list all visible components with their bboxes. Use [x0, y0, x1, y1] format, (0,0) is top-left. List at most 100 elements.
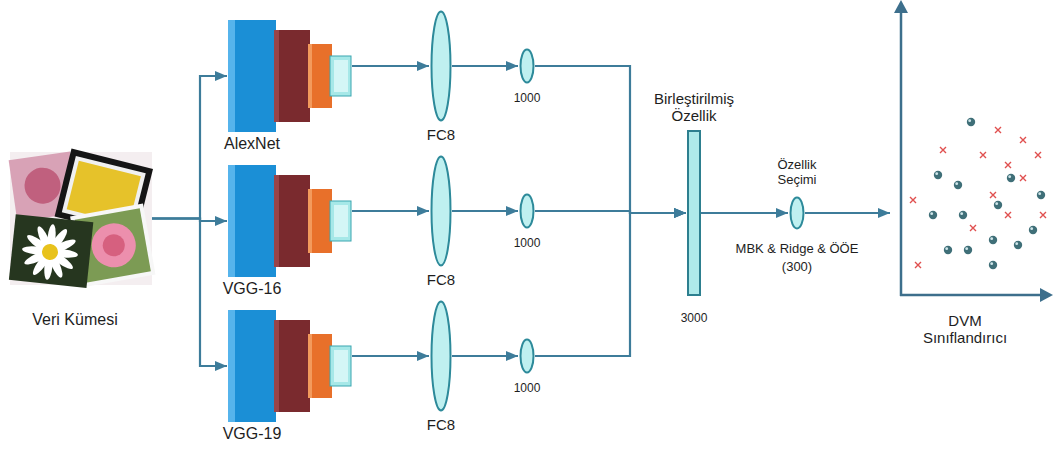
- class-dot: [934, 171, 942, 179]
- cnn-layer: [274, 175, 310, 267]
- fc-layer: FC8: [430, 300, 452, 412]
- model-name: AlexNet: [224, 135, 280, 153]
- cnn-layer: [308, 334, 332, 398]
- class-cross: [1035, 152, 1041, 158]
- cnn-layer-edge: [308, 44, 312, 108]
- feature-ellipse: [519, 338, 535, 374]
- cnn-layer: [330, 56, 351, 96]
- cnn-block: [228, 310, 352, 422]
- flow-arrow: [452, 65, 518, 67]
- ellipse-outline: [521, 50, 534, 83]
- layer-name: FC8: [427, 416, 455, 433]
- feature-ellipse: [789, 196, 805, 230]
- flow-arrow: [701, 212, 788, 214]
- photo-card: [9, 214, 93, 288]
- class-dot: [959, 211, 967, 219]
- cnn-layer-edge: [228, 310, 235, 422]
- axis-arrow: [1040, 288, 1053, 302]
- selection-title: Özellik Seçimi: [761, 158, 833, 188]
- feature-ellipse: [519, 193, 535, 229]
- dot-highlight: [960, 212, 963, 215]
- flower-center: [41, 243, 59, 261]
- model-name: VGG-16: [223, 280, 282, 298]
- ellipse-outline: [432, 12, 451, 121]
- y-axis: [900, 10, 903, 296]
- flow-arrow: [535, 213, 686, 356]
- fc-layer: FC8: [430, 10, 452, 122]
- dataset-image: Veri Kümesi: [10, 152, 152, 285]
- ellipse-outline: [432, 302, 451, 411]
- x-axis: [900, 294, 1041, 297]
- dot-highlight: [1030, 227, 1033, 230]
- feature-ellipse: [430, 155, 452, 267]
- dot-highlight: [955, 182, 958, 185]
- vector-size: 1000: [514, 237, 541, 251]
- class-cross: [970, 225, 976, 231]
- flow-arrow: [452, 355, 518, 357]
- class-cross: [1020, 137, 1026, 143]
- flow-arrow: [535, 66, 686, 213]
- dataset-image: [10, 152, 152, 285]
- cnn-layer-inner: [334, 205, 348, 237]
- class-cross: [980, 152, 986, 158]
- dot-highlight: [930, 212, 933, 215]
- cnn-layer-edge: [274, 175, 279, 267]
- cnn-block: [228, 165, 352, 277]
- class-dot: [929, 211, 937, 219]
- dot-highlight: [1038, 192, 1041, 195]
- cnn-layer: [274, 320, 310, 412]
- class-cross: [940, 147, 946, 153]
- class-dot: [964, 246, 972, 254]
- class-dot: [954, 181, 962, 189]
- dataset-label: Veri Kümesi: [32, 311, 117, 329]
- ellipse-outline: [432, 157, 451, 266]
- dot-highlight: [1008, 175, 1011, 178]
- layer-name: FC8: [427, 271, 455, 288]
- flower: [88, 220, 139, 271]
- feature-vector: 1000: [519, 48, 535, 84]
- cnn-model: AlexNet: [228, 20, 352, 132]
- cnn-layer-edge: [274, 30, 279, 122]
- feature-vector: 1000: [519, 193, 535, 229]
- class-dot: [944, 246, 952, 254]
- flow-arrow: [805, 212, 890, 214]
- flow-arrow: [352, 355, 429, 357]
- fc-layer: FC8: [430, 155, 452, 267]
- layer-name: FC8: [427, 126, 455, 143]
- cnn-layer: [228, 20, 276, 132]
- class-cross: [990, 192, 996, 198]
- class-dot: [1007, 174, 1015, 182]
- cnn-layer-inner: [334, 60, 348, 92]
- cnn-layer-edge: [274, 320, 279, 412]
- axis-arrow: [894, 0, 908, 13]
- svm-classifier: DVM Sınıflandırıcı: [891, 0, 1053, 300]
- class-dot: [994, 201, 1002, 209]
- dot-highlight: [945, 247, 948, 250]
- flow-arrow: [452, 210, 518, 212]
- flower: [22, 165, 63, 206]
- cnn-block: [228, 20, 352, 132]
- flow-arrow: [152, 76, 227, 219]
- dot-highlight: [990, 237, 993, 240]
- class-cross: [1005, 162, 1011, 168]
- vector-size: (300): [782, 260, 812, 275]
- class-cross: [910, 197, 916, 203]
- cnn-layer: [330, 201, 351, 241]
- feature-ellipse: [519, 48, 535, 84]
- fused-feature: Birleştirilmiş Özellik3000: [687, 130, 701, 296]
- ellipse-outline: [791, 198, 804, 229]
- dot-highlight: [968, 119, 971, 122]
- class-cross: [915, 262, 921, 268]
- feature-ellipse: [430, 300, 452, 412]
- ellipse-outline: [521, 340, 534, 373]
- flow-arrow: [352, 210, 429, 212]
- dot-highlight: [1015, 242, 1018, 245]
- feature-vector: 1000: [519, 338, 535, 374]
- cnn-layer: [228, 310, 276, 422]
- cnn-layer-edge: [308, 189, 312, 253]
- class-dot: [989, 236, 997, 244]
- selection-methods: MBK & Ridge & ÖÖE: [736, 242, 859, 257]
- cnn-layer: [228, 165, 276, 277]
- cnn-layer: [308, 189, 332, 253]
- vector-size: 1000: [514, 382, 541, 396]
